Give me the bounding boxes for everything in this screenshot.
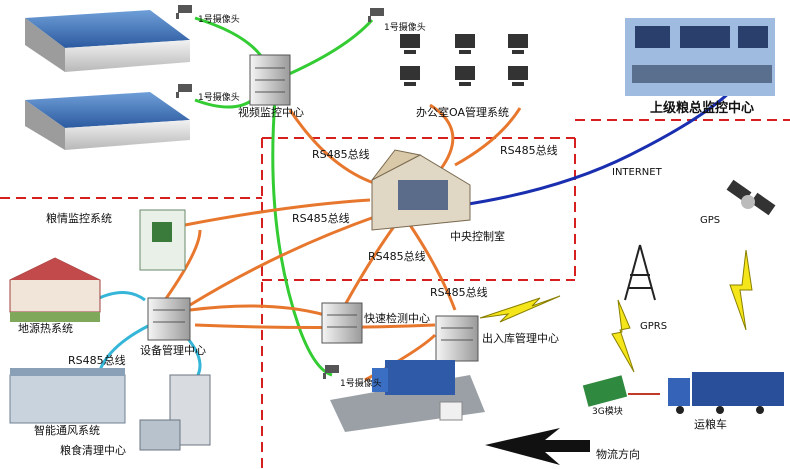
rs485-label: RS485总线 bbox=[292, 212, 350, 225]
video-center-label: 视频监控中心 bbox=[238, 106, 304, 119]
superior-center-label: 上级粮总监控中心 bbox=[650, 101, 755, 116]
geothermal-label: 地源热系统 bbox=[18, 322, 73, 335]
oa-system-label: 办公室OA管理系统 bbox=[416, 106, 509, 119]
satellite-icon bbox=[726, 179, 776, 216]
central-control-house bbox=[371, 149, 471, 231]
3g-module-label: 3G模块 bbox=[592, 407, 623, 417]
weighbridge-truck bbox=[330, 360, 485, 432]
server-icon bbox=[435, 315, 479, 362]
inout-mgmt-label: 出入库管理中心 bbox=[482, 332, 559, 345]
camera-icon bbox=[368, 8, 384, 22]
warehouse-icon bbox=[25, 92, 190, 150]
gps-label: GPS bbox=[700, 215, 721, 226]
cleaning-tower bbox=[139, 374, 211, 451]
computer-icon bbox=[400, 34, 528, 86]
control-room-image bbox=[625, 18, 775, 96]
wireless-bolts bbox=[479, 249, 753, 373]
server-icon bbox=[249, 54, 291, 106]
camera-label: 1号摄像头 bbox=[340, 379, 382, 389]
camera-label: 1号摄像头 bbox=[384, 23, 426, 33]
geothermal-house bbox=[9, 257, 101, 322]
device-mgmt-label: 设备管理中心 bbox=[140, 344, 206, 357]
central-control-label: 中央控制室 bbox=[450, 230, 505, 243]
grain-monitor-device bbox=[139, 209, 186, 271]
grain-monitor-label: 粮情监控系统 bbox=[46, 212, 112, 225]
camera-icon bbox=[176, 5, 192, 19]
gprs-label: GPRS bbox=[640, 321, 668, 332]
internet-link bbox=[461, 90, 732, 207]
internet-label: INTERNET bbox=[612, 167, 662, 178]
rs485-label: RS485总线 bbox=[430, 286, 488, 299]
camera-label: 1号摄像头 bbox=[198, 93, 240, 103]
rs485-links bbox=[163, 103, 522, 382]
server-icon bbox=[147, 297, 191, 341]
smart-vent-label: 智能通风系统 bbox=[34, 424, 100, 437]
grain-truck-icon bbox=[668, 372, 784, 414]
quick-detect-label: 快速检测中心 bbox=[364, 312, 430, 325]
rs485-label: RS485总线 bbox=[312, 148, 370, 161]
rs485-label: RS485总线 bbox=[68, 354, 126, 367]
signal-tower-icon bbox=[624, 244, 656, 301]
camera-icon bbox=[176, 84, 192, 98]
grain-clean-label: 粮食清理中心 bbox=[60, 444, 126, 457]
camera-icon bbox=[323, 365, 339, 379]
zone-borders bbox=[0, 119, 790, 469]
rs485-label: RS485总线 bbox=[368, 250, 426, 263]
server-icon bbox=[321, 302, 363, 344]
rs485-label: RS485总线 bbox=[500, 144, 558, 157]
3g-module-icon bbox=[582, 375, 628, 407]
grain-truck-label: 运粮车 bbox=[694, 418, 727, 431]
vent-building bbox=[9, 368, 126, 424]
camera-label: 1号摄像头 bbox=[198, 15, 240, 25]
logistics-arrow bbox=[485, 428, 590, 465]
warehouse-icon bbox=[25, 10, 190, 72]
logistics-direction-label: 物流方向 bbox=[596, 448, 640, 461]
